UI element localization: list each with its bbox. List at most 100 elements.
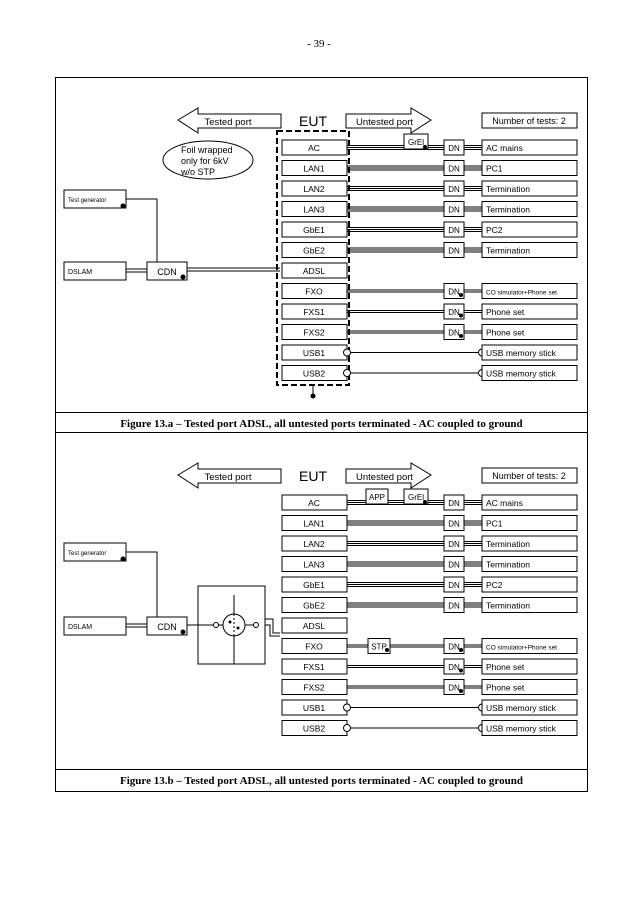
- termination-label: PC2: [486, 225, 503, 235]
- eut-port-label: USB1: [303, 703, 325, 713]
- eut-port-label: FXO: [305, 287, 323, 297]
- termination-box: [481, 221, 578, 238]
- eut-port-label: FXS1: [303, 662, 325, 672]
- dn-label: DN: [448, 329, 460, 338]
- eut-port-label: LAN3: [303, 205, 325, 215]
- stp-box: [367, 638, 391, 654]
- dslam-box: [63, 261, 127, 281]
- gas-discharge-tube-icon: [222, 613, 246, 637]
- gdt-box: [403, 488, 429, 505]
- dslam-label: DSLAM: [68, 269, 92, 276]
- untested-port-label: Untested port: [356, 117, 413, 128]
- number-of-tests-box: [481, 467, 578, 484]
- dn-box: [443, 658, 465, 675]
- dn-label: DN: [448, 206, 460, 215]
- generator-wire: [126, 551, 158, 617]
- cdn-terminal: [180, 629, 186, 635]
- cdn-box: [146, 616, 188, 636]
- tested-port-arrow: [177, 462, 282, 489]
- termination-label: Termination: [486, 539, 530, 549]
- untested-port-label: Untested port: [356, 472, 413, 483]
- dn-label: DN: [448, 643, 460, 652]
- termination-label: USB memory stick: [486, 724, 557, 734]
- dn-label: DN: [448, 185, 460, 194]
- dn-label: DN: [448, 684, 460, 693]
- caption-divider: [56, 769, 587, 770]
- generator-wire: [126, 198, 158, 262]
- termination-label: CO simulator+Phone set: [486, 290, 557, 297]
- foil-note-line-2: only for 6kV: [181, 156, 229, 166]
- termination-label: Phone set: [486, 328, 525, 338]
- dslam-label: DSLAM: [68, 624, 92, 631]
- dn-box: [443, 283, 465, 299]
- eut-port-label: GbE1: [303, 225, 325, 235]
- dn-box: [443, 679, 465, 695]
- eut-port-label: LAN3: [303, 560, 325, 570]
- eut-port-fxs2: [281, 324, 348, 340]
- stp-terminal: [385, 648, 389, 652]
- dn-terminal: [459, 668, 463, 673]
- termination-box: [481, 180, 578, 197]
- termination-label: CO simulator+Phone set: [486, 645, 557, 652]
- eut-label: EUT: [299, 468, 327, 484]
- usb-connector: [343, 348, 351, 357]
- termination-label: PC2: [486, 580, 503, 590]
- network-node-left: [213, 622, 219, 628]
- eut-port-label: GbE2: [303, 601, 325, 611]
- dn-label: DN: [448, 520, 460, 529]
- dn-terminal: [459, 689, 463, 693]
- eut-port-fxs1: [281, 303, 348, 320]
- termination-label: USB memory stick: [486, 348, 557, 358]
- termination-label: AC mains: [486, 498, 523, 508]
- termination-box: [481, 699, 578, 716]
- termination-box: [481, 303, 578, 320]
- termination-label: PC1: [486, 164, 503, 174]
- cdn-terminal: [180, 274, 186, 280]
- termination-box: [481, 160, 578, 176]
- dn-label: DN: [448, 663, 460, 672]
- gdt-dot-2: [236, 626, 240, 630]
- termination-box: [481, 658, 578, 675]
- termination-box: [481, 365, 578, 381]
- eut-port-label: FXS2: [303, 683, 325, 693]
- dn-box: [443, 638, 465, 654]
- caption-divider: [56, 412, 587, 413]
- network-adsl-wire: [265, 624, 280, 637]
- termination-label: PC1: [486, 519, 503, 529]
- tested-port-label: Tested port: [205, 117, 252, 128]
- eut-port-fxs2: [281, 679, 348, 695]
- eut-port-label: USB2: [303, 724, 325, 734]
- termination-label: Termination: [486, 601, 530, 611]
- number-of-tests-label: Number of tests: 2: [492, 471, 566, 481]
- gdt-box: [403, 133, 429, 150]
- dn-label: DN: [448, 561, 460, 570]
- foil-note-line-3: w/o STP: [180, 167, 215, 177]
- eut-port-adsl: [281, 617, 348, 634]
- eut-port-label: AC: [308, 143, 320, 153]
- eut-port-label: ADSL: [303, 266, 325, 276]
- eut-port-fxo: [281, 638, 348, 654]
- usb-connector: [343, 703, 351, 712]
- eut-port-label: LAN2: [303, 539, 325, 549]
- dn-label: DN: [448, 540, 460, 549]
- termination-box: [481, 344, 578, 361]
- termination-box: [481, 283, 578, 299]
- termination-label: Termination: [486, 184, 530, 194]
- dn-label: DN: [448, 247, 460, 256]
- cdn-label: CDN: [157, 622, 177, 632]
- test-generator-label: Test generator: [68, 551, 106, 557]
- foil-note-line-1: Foil wrapped: [181, 145, 233, 155]
- dn-label: DN: [448, 602, 460, 611]
- eut-port-label: GbE1: [303, 580, 325, 590]
- eut-port-label: FXS2: [303, 328, 325, 338]
- test-generator-terminal: [120, 203, 126, 209]
- termination-box: [481, 720, 578, 736]
- usb-connector: [343, 724, 351, 732]
- gdt-label: GrEl: [408, 138, 424, 147]
- eut-port-label: USB1: [303, 348, 325, 358]
- number-of-tests-label: Number of tests: 2: [492, 116, 566, 126]
- termination-label: USB memory stick: [486, 703, 557, 713]
- ground-terminal: [310, 393, 316, 399]
- eut-port-label: LAN1: [303, 519, 325, 529]
- dn-label: DN: [448, 165, 460, 174]
